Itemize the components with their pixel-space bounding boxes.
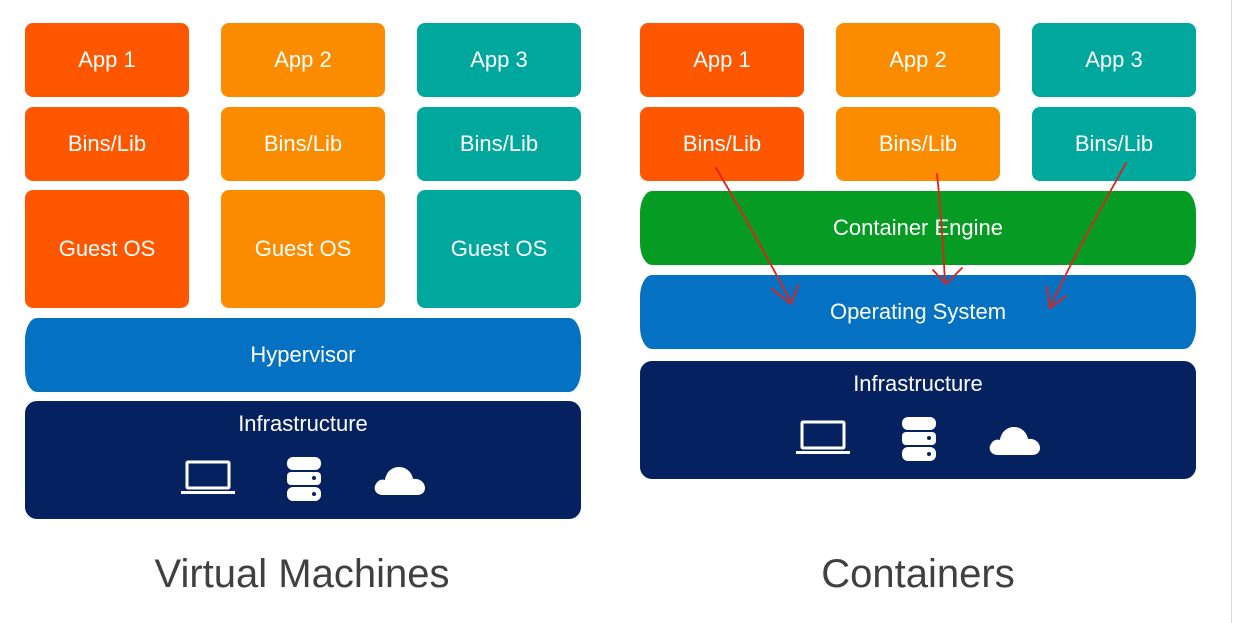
cloud-icon bbox=[371, 461, 427, 502]
vm-bins-lib-1: Bins/Lib bbox=[25, 107, 189, 181]
page-divider bbox=[1231, 0, 1232, 623]
database-icon bbox=[285, 455, 323, 508]
database-icon bbox=[900, 415, 938, 468]
container-bins-lib-3: Bins/Lib bbox=[1032, 107, 1196, 181]
hypervisor-layer: Hypervisor bbox=[25, 318, 581, 392]
laptop-icon bbox=[179, 460, 237, 503]
container-engine-layer: Container Engine bbox=[640, 191, 1196, 265]
containers-caption: Containers bbox=[821, 552, 1015, 596]
vm-guest-os-1: Guest OS bbox=[25, 190, 189, 308]
vm-infrastructure-layer: Infrastructure bbox=[25, 401, 581, 519]
vm-app-1: App 1 bbox=[25, 23, 189, 97]
container-infrastructure-label: Infrastructure bbox=[853, 371, 983, 396]
cloud-icon bbox=[986, 421, 1042, 462]
container-app-2: App 2 bbox=[836, 23, 1000, 97]
vm-infrastructure-label: Infrastructure bbox=[238, 411, 368, 436]
laptop-icon bbox=[794, 420, 852, 463]
vm-guest-os-3: Guest OS bbox=[417, 190, 581, 308]
vm-app-3: App 3 bbox=[417, 23, 581, 97]
vm-bins-lib-3: Bins/Lib bbox=[417, 107, 581, 181]
vm-app-2: App 2 bbox=[221, 23, 385, 97]
container-app-1: App 1 bbox=[640, 23, 804, 97]
container-app-3: App 3 bbox=[1032, 23, 1196, 97]
operating-system-layer: Operating System bbox=[640, 275, 1196, 349]
container-bins-lib-2: Bins/Lib bbox=[836, 107, 1000, 181]
vm-bins-lib-2: Bins/Lib bbox=[221, 107, 385, 181]
container-infrastructure-icons bbox=[640, 415, 1196, 468]
container-infrastructure-layer: Infrastructure bbox=[640, 361, 1196, 479]
vm-guest-os-2: Guest OS bbox=[221, 190, 385, 308]
container-bins-lib-1: Bins/Lib bbox=[640, 107, 804, 181]
vm-infrastructure-icons bbox=[25, 455, 581, 508]
vm-caption: Virtual Machines bbox=[154, 552, 450, 596]
